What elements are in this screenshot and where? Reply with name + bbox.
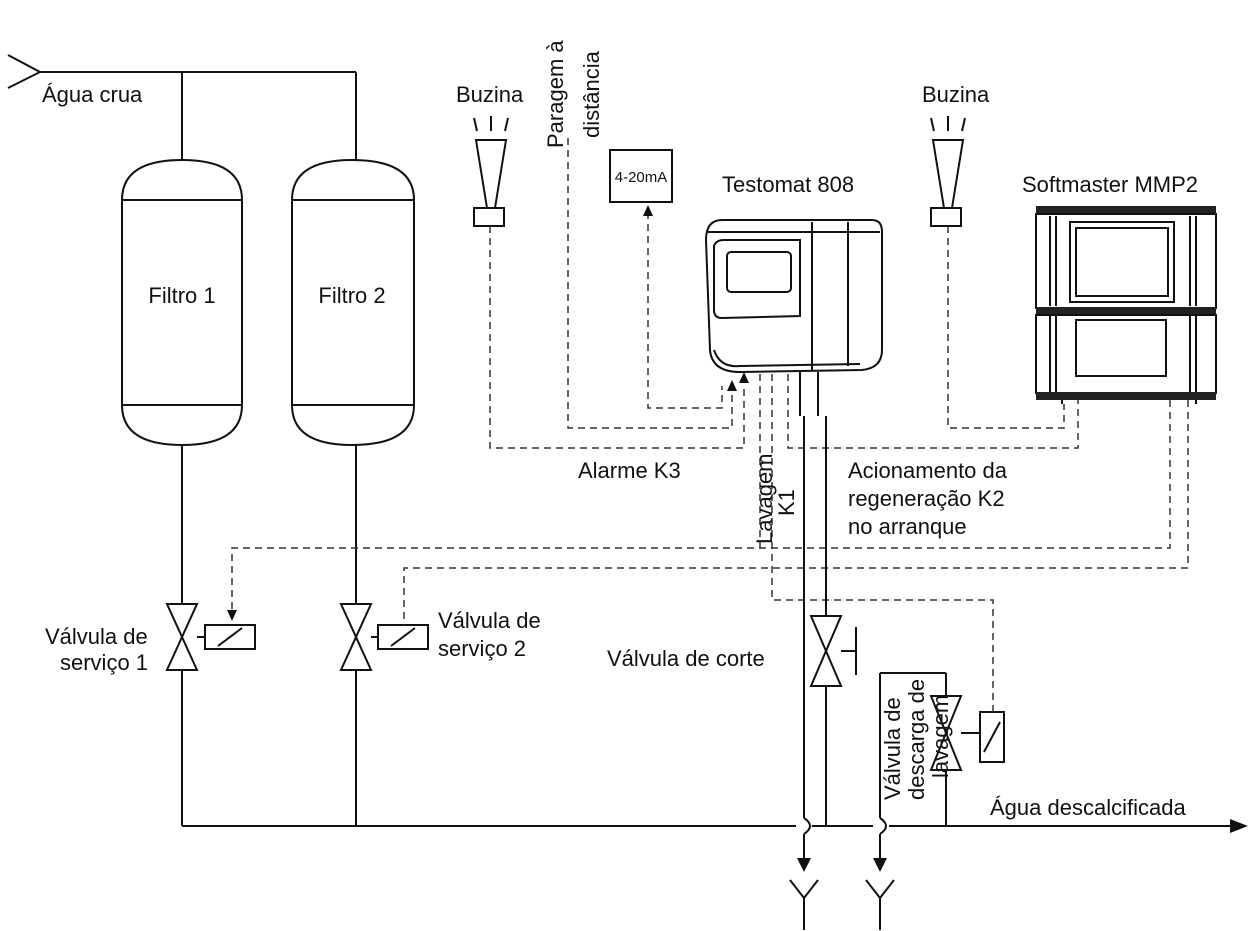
service-valve-1-label-line1: Válvula de (45, 624, 148, 649)
horn-right (930, 116, 966, 227)
discharge-valve-label: Válvula de descarga de lavagem (880, 679, 953, 800)
filter-2 (291, 158, 415, 447)
horn-right-label: Buzina (922, 82, 990, 107)
valve-icon (809, 615, 843, 687)
softmaster-label: Softmaster MMP2 (1022, 172, 1198, 197)
remote-stop-label-line1: Paragem à (543, 40, 568, 148)
horn-left-label: Buzina (456, 82, 524, 107)
regeneration-label-line1: Acionamento da (848, 458, 1008, 483)
regeneration-label-line2: regeneração K2 (848, 486, 1005, 511)
filter-1-label: Filtro 1 (148, 283, 215, 308)
service-valve-1 (165, 603, 256, 671)
service-valve-2-label-line1: Válvula de (438, 608, 541, 633)
service-valve-2-label-line2: serviço 2 (438, 636, 526, 661)
testomat-label: Testomat 808 (722, 172, 854, 197)
signal-lines (227, 138, 1189, 712)
filter-1 (121, 158, 243, 447)
rinse-k1-label: Lavagem K1 (752, 453, 799, 544)
discharge-valve-label-line3: lavagem (928, 695, 953, 778)
filter-2-label: Filtro 2 (318, 283, 385, 308)
current-output-label: 4-20mA (615, 169, 668, 186)
outlet-arrow-icon (1230, 819, 1248, 833)
valve-icon (165, 603, 199, 671)
shutoff-valve-label: Válvula de corte (607, 646, 765, 671)
softened-water-outlet (182, 819, 1248, 833)
rinse-k1-label-line1: Lavagem (752, 453, 777, 544)
remote-stop-label-line2: distância (579, 50, 604, 138)
shutoff-valve (809, 615, 857, 687)
discharge-valve-label-line1: Válvula de (880, 697, 905, 800)
raw-water-inlet (7, 54, 357, 160)
testomat-device (704, 219, 883, 416)
softened-water-label: Água descalcificada (990, 795, 1186, 820)
valve-icon (339, 603, 373, 671)
discharge-valve-label-line2: descarga de (904, 679, 929, 800)
sample-water-line (789, 416, 819, 930)
service-valve-2 (339, 603, 429, 671)
rinse-k1-label-line2: K1 (774, 489, 799, 516)
rinse-discharge-valve (865, 672, 1005, 930)
remote-stop-label: Paragem à distância (543, 40, 604, 148)
valve-icon (929, 695, 963, 771)
solenoid-icon (979, 711, 1005, 763)
alarm-k3-label: Alarme K3 (578, 458, 681, 483)
service-valve-1-label-line2: serviço 1 (60, 650, 148, 675)
softmaster-device (1035, 206, 1217, 404)
current-output-box (609, 149, 673, 203)
regeneration-label-line3: no arranque (848, 514, 967, 539)
horn-left (473, 116, 509, 227)
raw-water-label: Água crua (42, 82, 143, 107)
inlet-arrow-icon (7, 54, 43, 89)
